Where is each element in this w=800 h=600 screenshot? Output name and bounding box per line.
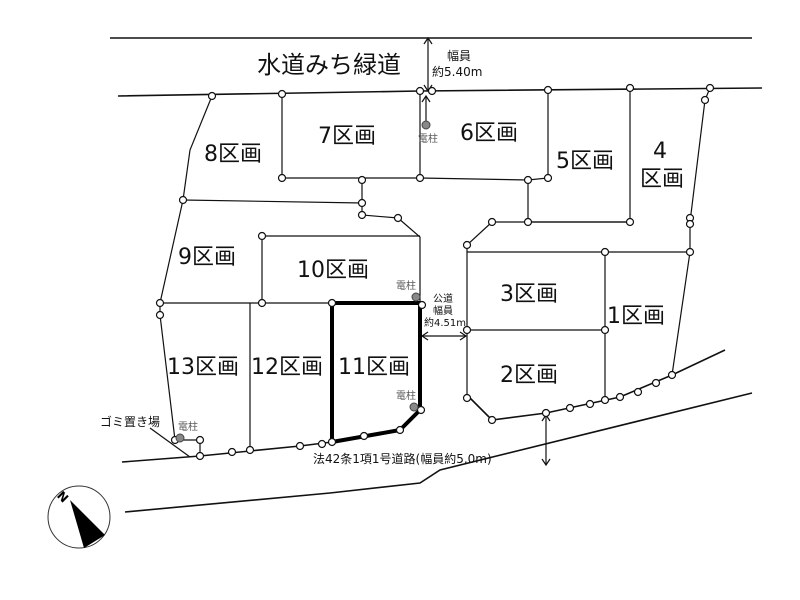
north-road-width-label: 幅員	[447, 48, 471, 63]
boundary-markers	[155, 83, 715, 461]
plot-11-label: 11区画	[338, 355, 410, 380]
plot-13-label: 13区画	[167, 355, 239, 380]
plot-5-label: 5区画	[556, 149, 614, 174]
utility-poles: 電柱 電柱 電柱 電柱	[175, 120, 438, 443]
south-road-name: 法42条1項1号道路(幅員約5.0m)	[313, 451, 492, 466]
north-arrow-icon	[70, 500, 105, 548]
east-road-public-label: 公道	[433, 292, 453, 305]
east-road-width-value: 約4.51m	[424, 316, 466, 329]
plot-4-label: 4	[653, 139, 667, 164]
plot-3-label: 3区画	[500, 282, 558, 307]
east-road-width-label: 幅員	[433, 304, 453, 317]
south-road-far-edge	[124, 392, 753, 513]
plot-12-label: 12区画	[251, 355, 323, 380]
utility-pole-icon	[421, 120, 431, 130]
north-compass: N	[47, 485, 111, 549]
plot-10-label: 10区画	[297, 258, 369, 283]
garbage-area-label: ゴミ置き場	[100, 414, 160, 429]
pole-label: 電柱	[396, 279, 416, 292]
utility-pole-icon	[409, 402, 419, 412]
plot-7-label: 7区画	[318, 124, 376, 149]
south-east-road-edge	[469, 349, 726, 421]
north-road-width-value: 約5.40m	[432, 64, 482, 79]
plot-1-label: 1区画	[607, 304, 665, 329]
utility-pole-icon	[175, 433, 185, 443]
plot-9-label: 9区画	[178, 245, 236, 270]
utility-pole-icon	[411, 292, 421, 302]
plot-11-highlight	[330, 301, 422, 444]
north-road-name: 水道みち緑道	[257, 51, 401, 79]
plot-2-label: 2区画	[500, 363, 558, 388]
plot-6-label: 6区画	[460, 121, 518, 146]
pole-label: 電柱	[418, 132, 438, 145]
pole-label: 電柱	[396, 389, 416, 402]
plot-4-label-2: 区画	[640, 167, 684, 192]
plot-8-label: 8区画	[204, 142, 262, 167]
pole-label: 電柱	[178, 420, 198, 433]
